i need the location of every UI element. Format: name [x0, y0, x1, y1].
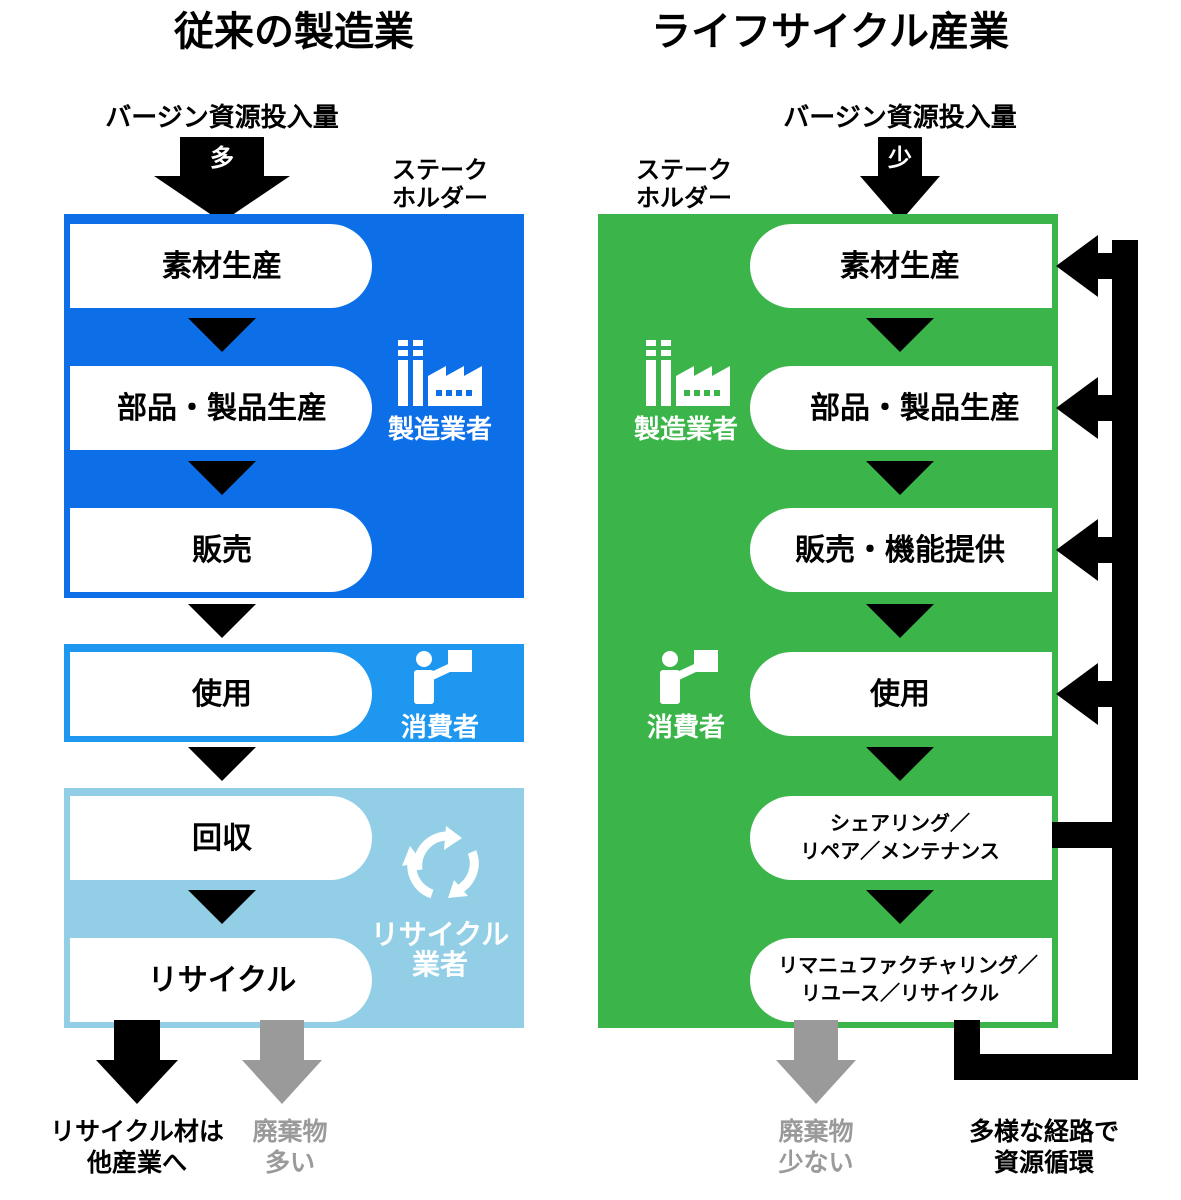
- loop-return-arrow-2: [1056, 377, 1112, 439]
- left-flow-arrow-3: [188, 604, 256, 638]
- right-consumer-label: 消費者: [647, 713, 725, 743]
- loop-bottom-bar: [954, 1054, 1138, 1080]
- left-flow-arrow-4: [188, 747, 256, 781]
- right-output-waste-2: 少ない: [777, 1148, 853, 1177]
- left-recycler-label-1: リサイクル: [371, 918, 510, 951]
- right-title: ライフサイクル産業: [651, 9, 1009, 55]
- factory-icon: [398, 340, 482, 406]
- right-flow-arrow-3: [866, 604, 934, 638]
- left-output-recycled-2: 他産業へ: [86, 1148, 187, 1177]
- factory-icon: [646, 340, 730, 406]
- left-step-label-2: 部品・製品生産: [117, 391, 327, 426]
- left-stakeholder-label-2: ホルダー: [392, 184, 488, 212]
- left-title: 従来の製造業: [173, 9, 414, 55]
- left-flow-arrow-5: [188, 890, 256, 924]
- right-stakeholder-label-2: ホルダー: [636, 184, 732, 212]
- right-step-label-2: 部品・製品生産: [810, 391, 1020, 426]
- right-output-waste-1: 廃棄物: [778, 1117, 853, 1146]
- left-consumer-label: 消費者: [401, 713, 479, 743]
- right-flow-arrow-1: [866, 318, 934, 352]
- right-step-box-3: 販売・機能提供: [750, 508, 1052, 592]
- right-step-box-4: 使用: [750, 652, 1052, 736]
- loop-connector-from-step5: [1052, 822, 1138, 848]
- right-step6-label-1: リマニュファクチャリング／: [778, 953, 1038, 977]
- recycle-icon: [402, 826, 479, 899]
- loop-return-arrow-1: [1056, 235, 1112, 297]
- right-step-label-3: 販売・機能提供: [795, 533, 1005, 568]
- loop-return-arrow-3: [1056, 519, 1112, 581]
- left-output-waste-1: 廃棄物: [252, 1117, 327, 1146]
- right-virgin-label: バージン資源投入量: [783, 103, 1016, 133]
- left-output-recycled-1: リサイクル材は: [50, 1117, 224, 1146]
- left-step-box-6: リサイクル: [70, 938, 372, 1022]
- right-step6-label-2: リユース／リサイクル: [801, 981, 999, 1005]
- left-step-label-5: 回収: [192, 821, 253, 856]
- right-step-box-5: シェアリング／ リペア／メンテナンス: [750, 796, 1052, 880]
- loop-return-arrow-4: [1056, 663, 1112, 725]
- loop-connector-from-step6: [954, 1020, 980, 1080]
- circulation-loop: [954, 235, 1138, 1080]
- left-step-box-4: 使用: [70, 652, 372, 736]
- left-step-label-6: リサイクル: [148, 963, 297, 998]
- right-loop-label-1: 多様な経路で: [969, 1117, 1119, 1146]
- right-waste-arrow: [776, 1020, 856, 1104]
- right-step5-label-1: シェアリング／: [830, 811, 970, 835]
- right-virgin-input-arrow: [860, 137, 940, 222]
- left-step-label-4: 使用: [191, 677, 252, 712]
- right-stakeholder-label-1: ステーク: [636, 156, 732, 184]
- right-step-box-6: リマニュファクチャリング／ リユース／リサイクル: [750, 938, 1052, 1022]
- loop-vertical-bar: [1112, 240, 1138, 1080]
- left-manufacturer-label: 製造業者: [388, 415, 492, 445]
- left-recycled-material-arrow: [96, 1020, 178, 1104]
- left-stakeholder-label-1: ステーク: [392, 156, 488, 184]
- left-waste-arrow: [242, 1020, 322, 1104]
- left-step-label-1: 素材生産: [162, 249, 282, 284]
- right-step5-label-2: リペア／メンテナンス: [800, 839, 1000, 863]
- left-flow-arrow-2: [188, 461, 256, 495]
- left-virgin-label: バージン資源投入量: [105, 103, 338, 133]
- left-output-waste-2: 多い: [265, 1148, 315, 1177]
- right-flow-arrow-2: [866, 461, 934, 495]
- left-step-box-1: 素材生産: [70, 224, 372, 308]
- right-loop-label-2: 資源循環: [994, 1148, 1095, 1177]
- right-flow-arrow-4: [866, 747, 934, 781]
- left-virgin-amount: 多: [210, 144, 234, 172]
- left-step-box-3: 販売: [70, 508, 372, 592]
- right-step-label-1: 素材生産: [840, 249, 960, 284]
- left-recycler-label-2: 業者: [412, 948, 468, 981]
- right-flow-arrow-5: [866, 890, 934, 924]
- left-virgin-input-arrow: [154, 137, 290, 222]
- right-step-box-1: 素材生産: [750, 224, 1052, 308]
- consumer-icon: [660, 650, 718, 704]
- right-manufacturer-label: 製造業者: [634, 415, 738, 445]
- right-lifecycle-zone: [598, 214, 1058, 1028]
- left-step-label-3: 販売: [192, 533, 252, 568]
- right-step-label-4: 使用: [869, 677, 930, 712]
- left-step-box-2: 部品・製品生産: [70, 366, 372, 450]
- right-step-box-2: 部品・製品生産: [750, 366, 1052, 450]
- right-virgin-amount: 少: [887, 144, 912, 172]
- left-step-box-5: 回収: [70, 796, 372, 880]
- left-flow-arrow-1: [188, 318, 256, 352]
- consumer-icon: [414, 650, 472, 704]
